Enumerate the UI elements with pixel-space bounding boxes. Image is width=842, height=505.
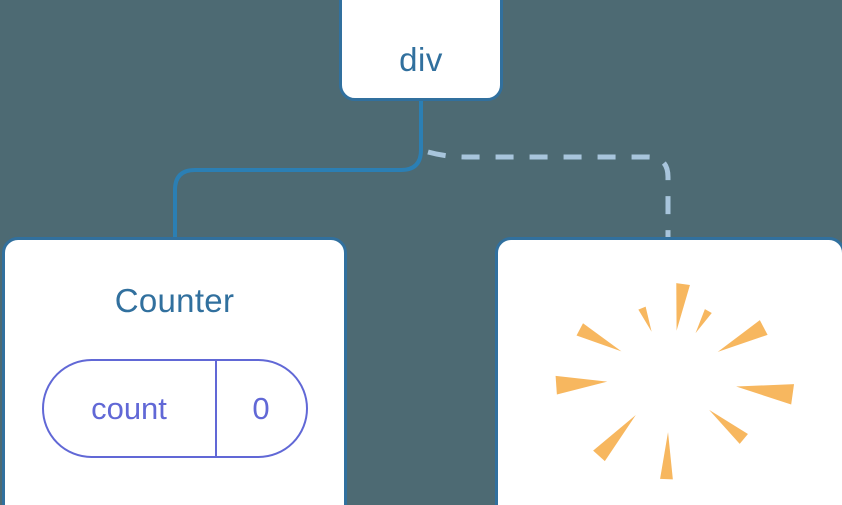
state-pill-key: count <box>44 361 217 456</box>
node-div[interactable]: div <box>339 0 503 101</box>
ray-s <box>660 432 673 480</box>
node-sparkle[interactable] <box>495 237 842 505</box>
ray-ne <box>717 320 768 352</box>
node-counter[interactable]: Counter count 0 <box>2 237 347 505</box>
ray-n <box>676 283 690 331</box>
ray-nne <box>695 309 712 334</box>
ray-ese <box>709 409 748 444</box>
node-div-label: div <box>399 41 443 78</box>
ray-ssw <box>593 415 636 462</box>
edge-root-to-counter <box>173 101 423 237</box>
ray-w <box>555 375 608 395</box>
ray-wnw <box>576 323 622 352</box>
state-pill-count[interactable]: count 0 <box>41 359 308 458</box>
render-burst-icon <box>555 283 795 480</box>
ray-nnw <box>638 306 652 332</box>
node-counter-label: Counter <box>114 282 235 319</box>
state-pill-value: 0 <box>252 390 270 426</box>
edge-root-to-sparkle <box>427 149 671 237</box>
ray-e <box>736 384 795 405</box>
